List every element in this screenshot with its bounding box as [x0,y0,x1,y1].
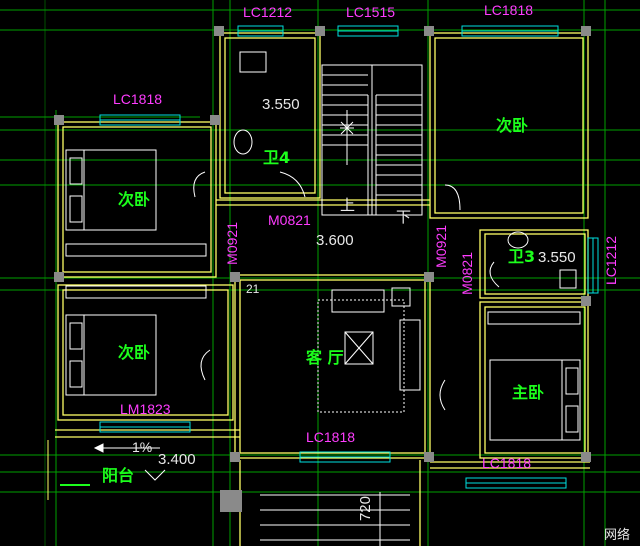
door-label-m0821-bath4: M0821 [268,212,311,228]
windows [99,25,599,489]
stairs [260,64,423,546]
misc-marks [47,440,166,500]
window-label-lc1818-living: LC1818 [306,429,356,445]
window-label-lc1818-left-bedroom: LC1818 [113,91,163,107]
elevation-bath3: 3.550 [538,249,576,266]
room-label-living-room: 客 厅 [306,348,344,367]
door-label-m0821-bath3: M0821 [459,252,475,295]
window-label-lc1212-right: LC1212 [603,236,619,286]
room-label-bedroom-top-right: 次卧 [496,116,529,135]
room-label-bath-3: 卫3 [508,247,536,266]
room-label-bedroom-bottom-left: 次卧 [118,343,151,362]
corner-mark: 21 [246,282,260,296]
room-label-bath-4: 卫4 [263,148,291,167]
furniture [65,51,581,441]
door-label-m0921-right: M0921 [433,225,449,268]
elevation-balcony: 3.400 [158,451,196,468]
window-label-lc1212-top: LC1212 [243,4,293,20]
elevation-hall: 3.600 [316,232,354,249]
slope-label: 1% [132,439,153,455]
window-label-lm1823: LM1823 [120,401,171,417]
window-label-lc1515-top: LC1515 [346,4,396,20]
room-label-balcony: 阳台 [102,466,135,485]
stair-down-label: 下 [396,209,412,226]
door-label-m0921-left: M0921 [224,222,240,265]
columns [54,26,591,512]
window-label-lc1818-master: LC1818 [482,455,532,471]
corner-text: 网络 [604,527,631,542]
stair-up-label: 上 [340,197,356,214]
room-label-bedroom-top-left: 次卧 [118,190,151,209]
stair-width-dimension: 720 [357,496,374,522]
window-label-lc1818-top-right: LC1818 [484,2,534,18]
elevation-bath4: 3.550 [262,96,300,113]
room-label-master-bedroom: 主卧 [512,383,545,402]
walls [55,32,590,546]
